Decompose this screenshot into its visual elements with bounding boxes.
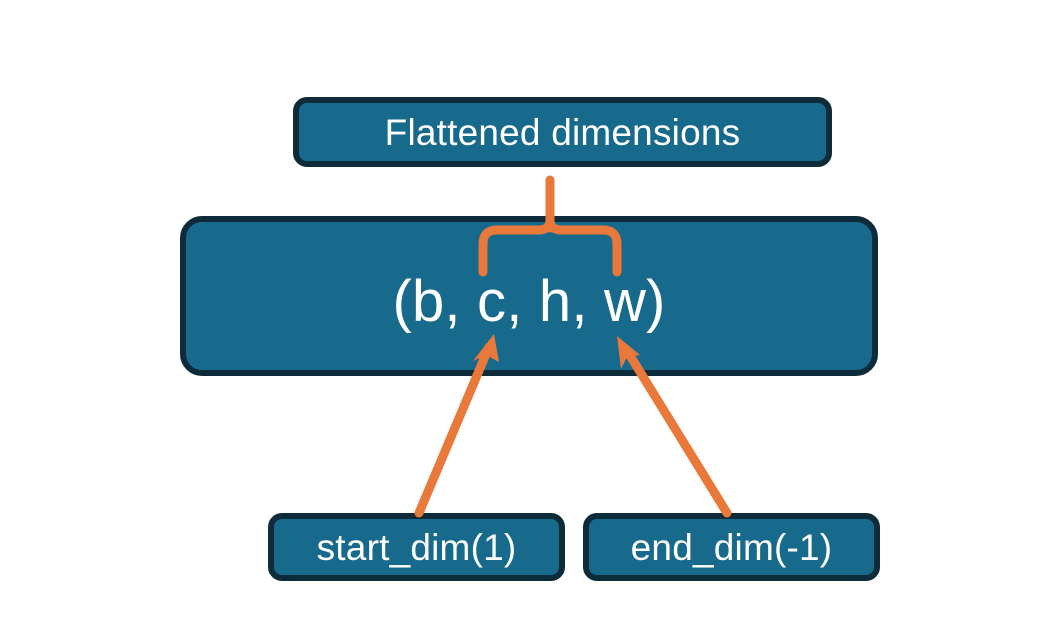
node-end-dim-label: end_dim(-1) [630, 526, 833, 568]
node-flattened-dimensions: Flattened dimensions [293, 97, 832, 167]
node-end-dim: end_dim(-1) [583, 513, 880, 581]
node-tensor-shape-label: (b, c, h, w) [392, 269, 666, 334]
node-flattened-dimensions-label: Flattened dimensions [384, 111, 741, 153]
node-tensor-shape: (b, c, h, w) [180, 216, 878, 376]
node-start-dim-label: start_dim(1) [316, 526, 517, 568]
node-start-dim: start_dim(1) [268, 513, 565, 581]
